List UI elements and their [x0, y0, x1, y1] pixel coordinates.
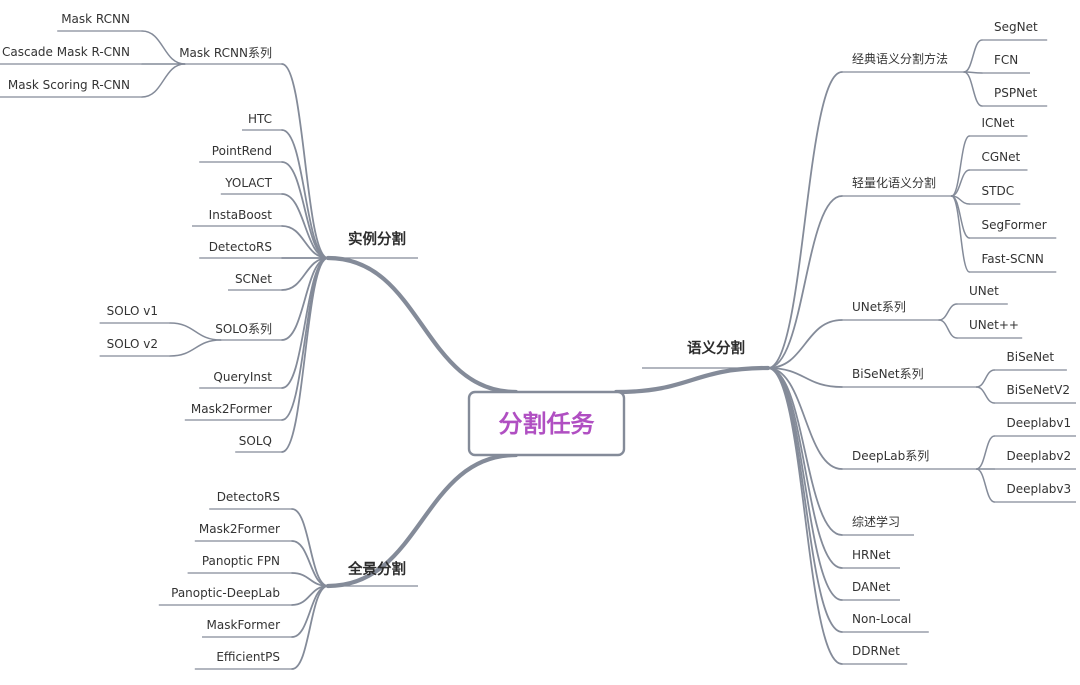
topic-efficientps: EfficientPS [216, 650, 280, 664]
leaf-cascade-mask-r-cnn: Cascade Mask R-CNN [2, 45, 130, 59]
root-topic: 分割任务 [499, 410, 596, 438]
child-line [767, 319, 843, 369]
child-line [281, 257, 329, 421]
child-line [767, 71, 843, 369]
leaf-line [169, 322, 222, 341]
topic-danet: DANet [852, 580, 891, 594]
child-line [281, 257, 329, 389]
leaf-line [141, 30, 186, 65]
topic-node: 轻量化语义分割 [852, 175, 936, 190]
child-line [281, 129, 329, 259]
leaf-line [938, 319, 958, 339]
leaf-unet: UNet [969, 284, 999, 298]
child-line [767, 195, 843, 369]
leaf-fcn: FCN [994, 53, 1018, 67]
topic-panoptic-deeplab: Panoptic-DeepLab [171, 586, 280, 600]
leaf-line [975, 468, 996, 503]
leaf-line [938, 303, 958, 321]
topic-non-local: Non-Local [852, 612, 911, 626]
child-line [767, 367, 843, 470]
leaf-deeplabv3: Deeplabv3 [1007, 482, 1072, 496]
topic-scnet: SCNet [235, 272, 272, 286]
child-line [767, 367, 843, 536]
leaf-line [141, 63, 186, 98]
child-line [281, 63, 329, 259]
topic-instaboost: InstaBoost [209, 208, 273, 222]
topic-detectors: DetectoRS [217, 490, 280, 504]
leaf-line [975, 435, 996, 470]
topic-hrnet: HRNet [852, 548, 891, 562]
topic-solq: SOLQ [239, 434, 272, 448]
topic-deeplab: DeepLab系列 [852, 449, 929, 463]
leaf-line [169, 339, 222, 357]
child-line [767, 367, 843, 601]
leaf-mask-rcnn: Mask RCNN [61, 12, 130, 26]
leaf-segnet: SegNet [994, 20, 1038, 34]
leaf-mask-scoring-r-cnn: Mask Scoring R-CNN [8, 78, 130, 92]
leaf-line [950, 169, 971, 197]
leaf-deeplabv1: Deeplabv1 [1007, 416, 1072, 430]
leaf-cgnet: CGNet [982, 150, 1021, 164]
leaf-stdc: STDC [982, 184, 1015, 198]
topic-mask2former: Mask2Former [191, 402, 272, 416]
leaf-bisenet: BiSeNet [1007, 350, 1055, 364]
branch-instance-segmentation: 实例分割 [348, 230, 406, 248]
leaf-solo-v1: SOLO v1 [107, 304, 158, 318]
topic-pointrend: PointRend [212, 144, 272, 158]
child-line [281, 161, 329, 259]
topic-solo: SOLO系列 [215, 322, 272, 336]
leaf-line [975, 386, 996, 404]
topic-queryinst: QueryInst [213, 370, 272, 384]
child-line [281, 257, 329, 453]
child-line [281, 225, 329, 259]
topic-yolact: YOLACT [224, 176, 272, 190]
child-line [291, 508, 329, 587]
leaf-icnet: ICNet [982, 116, 1015, 130]
branch-line-semantic [613, 365, 771, 395]
topic-node: 经典语义分割方法 [852, 51, 948, 66]
topic-ddrnet: DDRNet [852, 644, 900, 658]
child-line [291, 585, 329, 670]
connector-lines [0, 30, 1076, 670]
leaf-line [963, 39, 983, 73]
child-line [767, 367, 843, 665]
leaf-line [963, 71, 983, 107]
leaf-line [975, 369, 996, 388]
leaf-pspnet: PSPNet [994, 86, 1037, 100]
branch-semantic-segmentation: 语义分割 [687, 339, 745, 357]
leaf-line [950, 195, 971, 273]
topic-panoptic-fpn: Panoptic FPN [202, 554, 280, 568]
leaf-deeplabv2: Deeplabv2 [1007, 449, 1072, 463]
topic-htc: HTC [248, 112, 272, 126]
leaf-unet: UNet++ [969, 318, 1019, 332]
child-line [767, 367, 843, 569]
leaf-bisenetv2: BiSeNetV2 [1007, 383, 1070, 397]
topic-bisenet: BiSeNet系列 [852, 367, 924, 381]
branch-line-panoptic [325, 452, 519, 589]
topic-mask-rcnn: Mask RCNN系列 [179, 46, 272, 60]
leaf-segformer: SegFormer [982, 218, 1047, 232]
topic-node: 综述学习 [852, 514, 900, 529]
child-line [291, 540, 329, 587]
topic-mask2former: Mask2Former [199, 522, 280, 536]
leaf-line [950, 135, 971, 197]
branch-line-instance [325, 255, 519, 395]
child-line [767, 367, 843, 388]
topic-detectors: DetectoRS [209, 240, 272, 254]
leaf-solo-v2: SOLO v2 [107, 337, 158, 351]
topic-maskformer: MaskFormer [207, 618, 281, 632]
topic-unet: UNet系列 [852, 300, 906, 314]
root-node-box [467, 390, 626, 457]
leaf-fast-scnn: Fast-SCNN [982, 252, 1044, 266]
branch-panoptic-segmentation: 全景分割 [347, 560, 406, 578]
child-line [281, 193, 329, 259]
